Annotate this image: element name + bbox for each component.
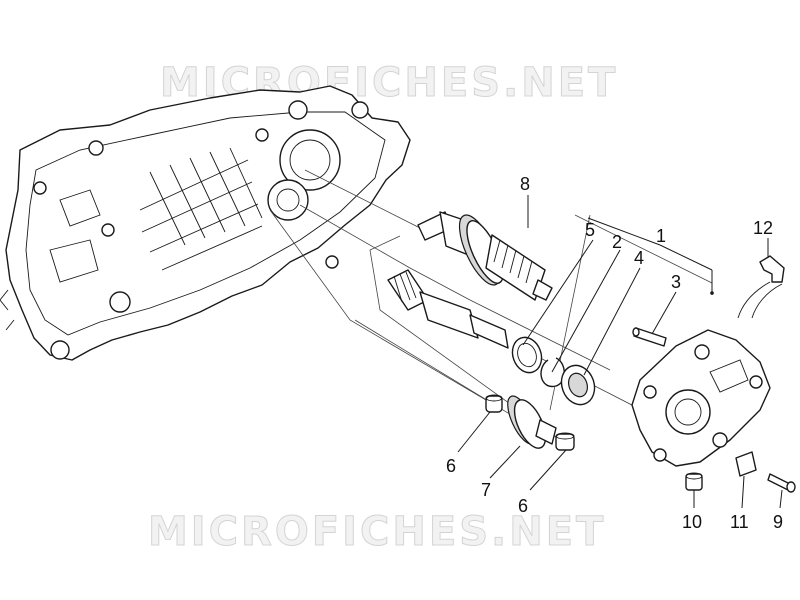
part-6-bushing-right [555, 432, 575, 451]
callout-1: 1 [656, 226, 666, 246]
part-7-intermediate-gear [507, 395, 557, 449]
callout-12: 12 [753, 218, 773, 238]
part-10-plug [685, 472, 703, 491]
input-shaft [387, 269, 509, 349]
callout-6-right: 6 [518, 496, 528, 516]
part-8-main-shaft-gear [417, 211, 553, 301]
callout-5: 5 [585, 220, 595, 240]
part-3-dowel-pin [632, 327, 667, 347]
callout-8: 8 [520, 174, 530, 194]
part-9-bolt [767, 473, 796, 493]
callout-3: 3 [671, 272, 681, 292]
callout-11: 11 [730, 512, 749, 532]
part-5-circlip [511, 336, 543, 374]
crankcase-housing [0, 85, 411, 361]
part-12-breather-hose [737, 255, 785, 319]
assembly-dash-lines [269, 169, 713, 441]
part-11-clamp [735, 451, 757, 477]
callout-9: 9 [773, 512, 783, 532]
part-4-bearing [560, 364, 596, 406]
callout-7: 7 [481, 480, 491, 500]
callout-10: 10 [682, 512, 702, 532]
watermark-bottom: MICROFICHES.NET [148, 509, 606, 555]
callout-2: 2 [612, 232, 622, 252]
callout-4: 4 [634, 248, 644, 268]
part-6-bushing-left [485, 394, 503, 413]
callout-6-left: 6 [446, 456, 456, 476]
gear-cover [631, 329, 771, 467]
leader-lines [457, 195, 783, 509]
part-2-snap-ring [540, 357, 565, 388]
